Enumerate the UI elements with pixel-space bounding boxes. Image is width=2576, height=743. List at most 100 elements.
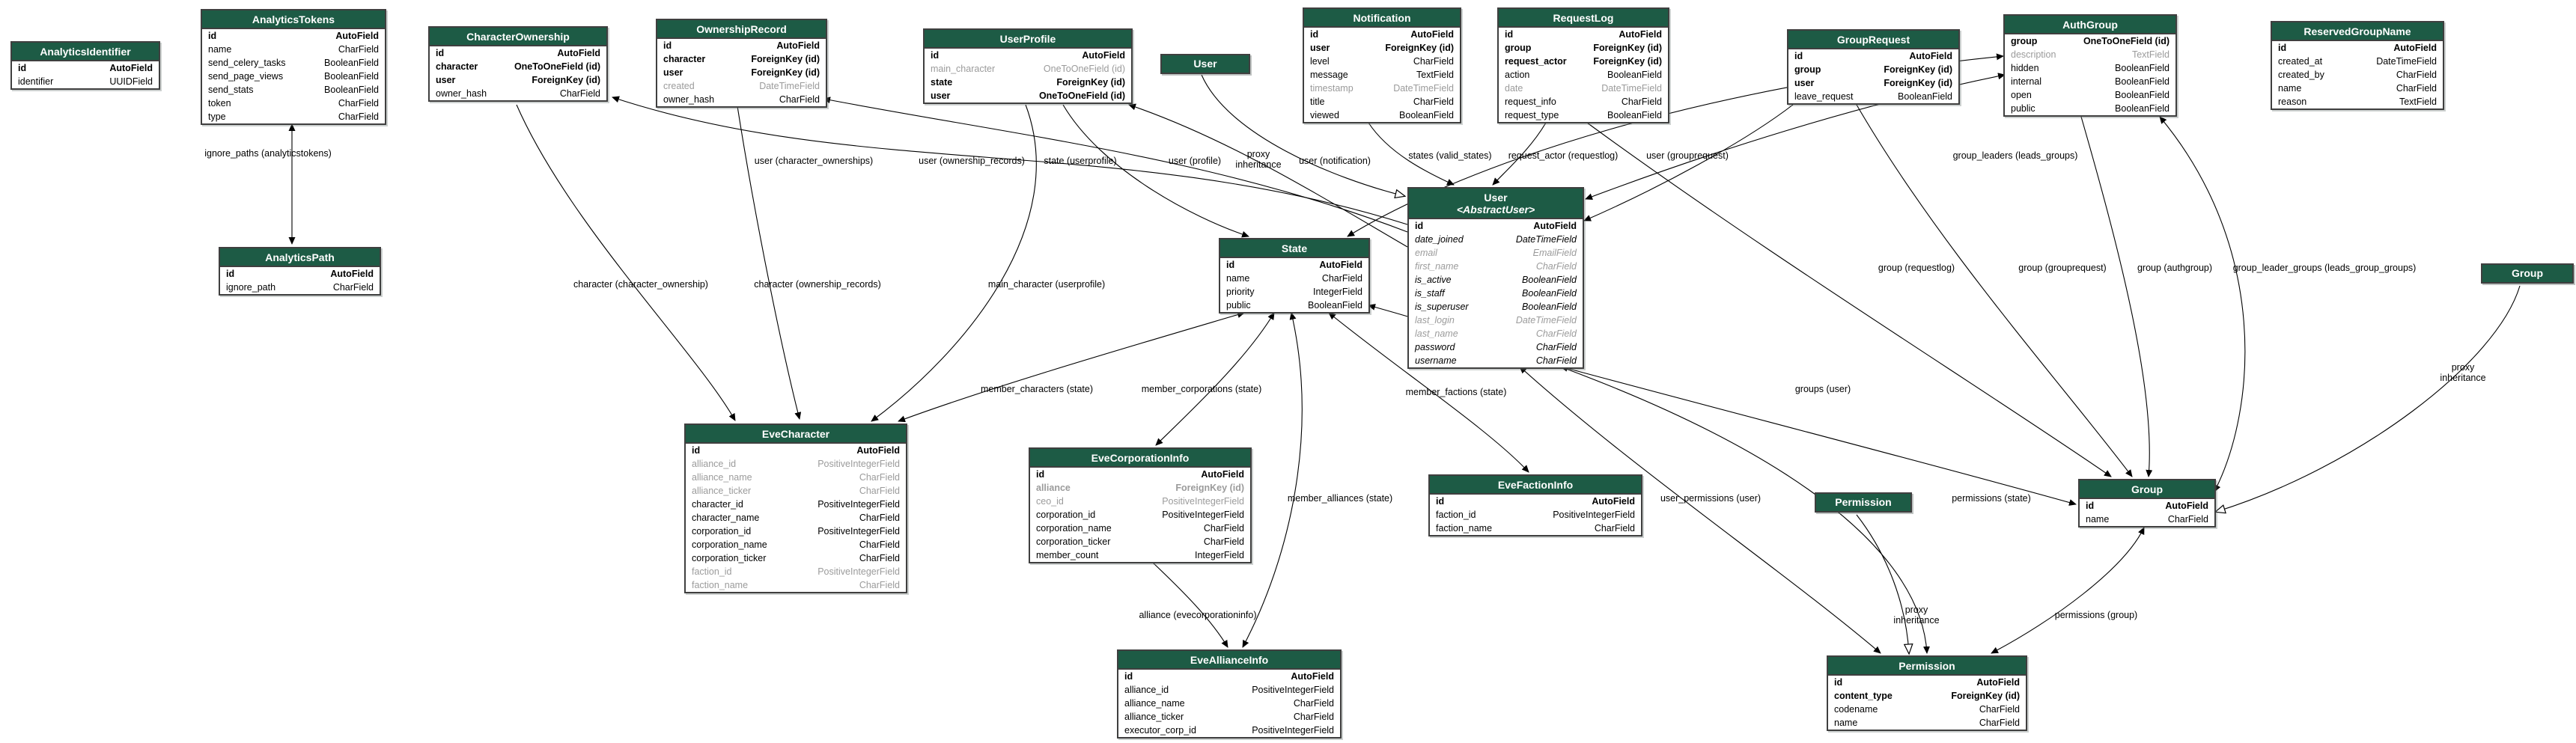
field-name: name (1226, 273, 1250, 284)
field-name: description (2011, 49, 2056, 60)
field-type: DateTimeField (1515, 315, 1577, 325)
edge-label-state-evecorporationinfo: member_corporations (state) (1141, 384, 1262, 394)
field-name: type (208, 111, 226, 122)
field-name: created (663, 81, 695, 91)
field-name: alliance_ticker (1124, 712, 1184, 722)
field-name: username (1415, 355, 1457, 366)
field-name: created_at (2278, 56, 2323, 67)
field-type: BooleanField (2115, 90, 2169, 100)
field-type: ForeignKey (id) (1385, 43, 1454, 53)
edge-group-permission (1991, 527, 2145, 654)
field-type: BooleanField (2115, 63, 2169, 73)
field-name: user (1310, 43, 1330, 53)
field-type: AutoField (1592, 496, 1635, 507)
field-name: character_id (692, 499, 743, 510)
field-name: id (931, 50, 940, 61)
edge-label-requestlog-user: request_actor (requestlog) (1508, 150, 1619, 161)
field-type: ForeignKey (id) (1593, 43, 1662, 53)
field-type: AutoField (1291, 671, 1334, 682)
edge-label-user-ownershiprecord: user (ownership_records) (919, 156, 1025, 166)
field-type: BooleanField (324, 71, 379, 82)
field-type: ForeignKey (id) (751, 54, 820, 64)
field-name: corporation_name (692, 539, 767, 550)
model-title-text: EveAllianceInfo (1190, 654, 1269, 666)
edge-authgroup-group (2159, 116, 2246, 492)
field-name: alliance (1036, 483, 1071, 493)
edge-characterownership-evecharacter (516, 104, 736, 421)
field-type: PositiveIntegerField (1162, 510, 1244, 520)
edge-label-user-characterownership: user (character_ownerships) (754, 156, 874, 166)
model-title-text: AnalyticsIdentifier (40, 46, 131, 58)
model-title: User<AbstractUser> (1409, 189, 1583, 219)
field-type: ForeignKey (id) (1951, 691, 2020, 701)
field-name: hidden (2011, 63, 2039, 73)
field-type: PositiveIntegerField (1162, 496, 1244, 507)
field-name: name (2086, 514, 2110, 525)
field-name: state (931, 77, 953, 88)
field-type: AutoField (1909, 51, 1952, 61)
edge-label-ownershiprecord-evecharacter: character (ownership_records) (754, 279, 881, 290)
field-name: id (1415, 221, 1424, 231)
field-row: ceo_id PositiveIntegerField (1030, 495, 1250, 508)
field-type: BooleanField (1607, 70, 1662, 80)
field-type: DateTimeField (759, 81, 820, 91)
field-type: OneToOneField (id) (2083, 36, 2169, 46)
edge-label-evecorporationinfo-eveallianceinfo: alliance (evecorporationinfo) (1139, 610, 1257, 620)
proxy-model-permission-proxy: Permission (1815, 492, 1912, 513)
field-type: BooleanField (1607, 110, 1662, 120)
edge-label-user-group: groups (user) (1794, 384, 1851, 394)
field-name: alliance_name (692, 472, 752, 483)
field-name: faction_name (1436, 523, 1493, 533)
field-name: created_by (2278, 70, 2324, 80)
model-title-text: EveFactionInfo (1497, 479, 1574, 491)
field-type: BooleanField (324, 85, 379, 95)
field-type: CharField (338, 98, 379, 108)
field-name: ceo_id (1036, 496, 1064, 507)
edge-label-group-permission: permissions (group) (2054, 610, 2138, 620)
edge-label-state-evecharacter: member_characters (state) (980, 384, 1094, 394)
field-type: CharField (779, 94, 820, 105)
field-type: PositiveIntegerField (817, 459, 900, 469)
field-type: EmailField (1532, 248, 1577, 258)
field-name: group (2011, 36, 2038, 46)
field-name: content_type (1834, 691, 1893, 701)
field-type: CharField (1321, 273, 1362, 284)
model-title-text: Permission (1898, 660, 1955, 672)
field-type: BooleanField (1399, 110, 1454, 120)
field-name: owner_hash (436, 88, 487, 99)
field-type: BooleanField (324, 58, 379, 68)
edge-group-proxy-group (2214, 285, 2521, 514)
edge-label-notification-user: user (notification) (1299, 156, 1371, 166)
field-type: IntegerField (1194, 550, 1244, 560)
field-name: id (1310, 29, 1319, 40)
field-row: hidden BooleanField (2005, 61, 2175, 75)
edge-label-characterownership-evecharacter: character (character_ownership) (573, 279, 708, 290)
field-type: CharField (1535, 261, 1577, 272)
field-type: PositiveIntegerField (1252, 685, 1334, 695)
field-type: AutoField (1533, 221, 1577, 231)
field-type: OneToOneField (id) (1038, 91, 1125, 101)
